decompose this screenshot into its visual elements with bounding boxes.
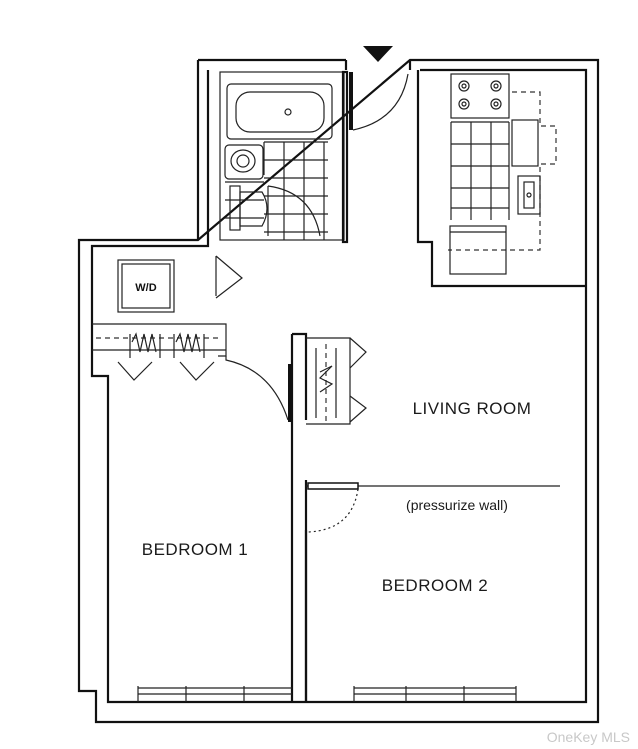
kitchen — [416, 70, 586, 288]
washer-dryer: W/D — [117, 255, 243, 313]
bedroom-1-closet — [92, 323, 292, 422]
windows — [137, 686, 517, 702]
watermark: OneKey MLS — [547, 729, 630, 745]
entry-door — [349, 72, 409, 131]
pressurize-wall-note: (pressurize wall) — [406, 497, 508, 513]
washer-dryer-label: W/D — [135, 282, 156, 294]
exterior-walls — [77, 58, 600, 724]
bathroom — [219, 70, 349, 244]
bedroom-2-label: BEDROOM 2 — [382, 576, 489, 595]
living-room-closet — [315, 337, 367, 423]
bedroom-1-label: BEDROOM 1 — [142, 540, 249, 559]
living-room-label: LIVING ROOM — [413, 399, 532, 418]
interior-walls — [290, 332, 351, 702]
pressurize-wall — [306, 482, 560, 533]
entry-arrow-icon — [363, 46, 393, 62]
